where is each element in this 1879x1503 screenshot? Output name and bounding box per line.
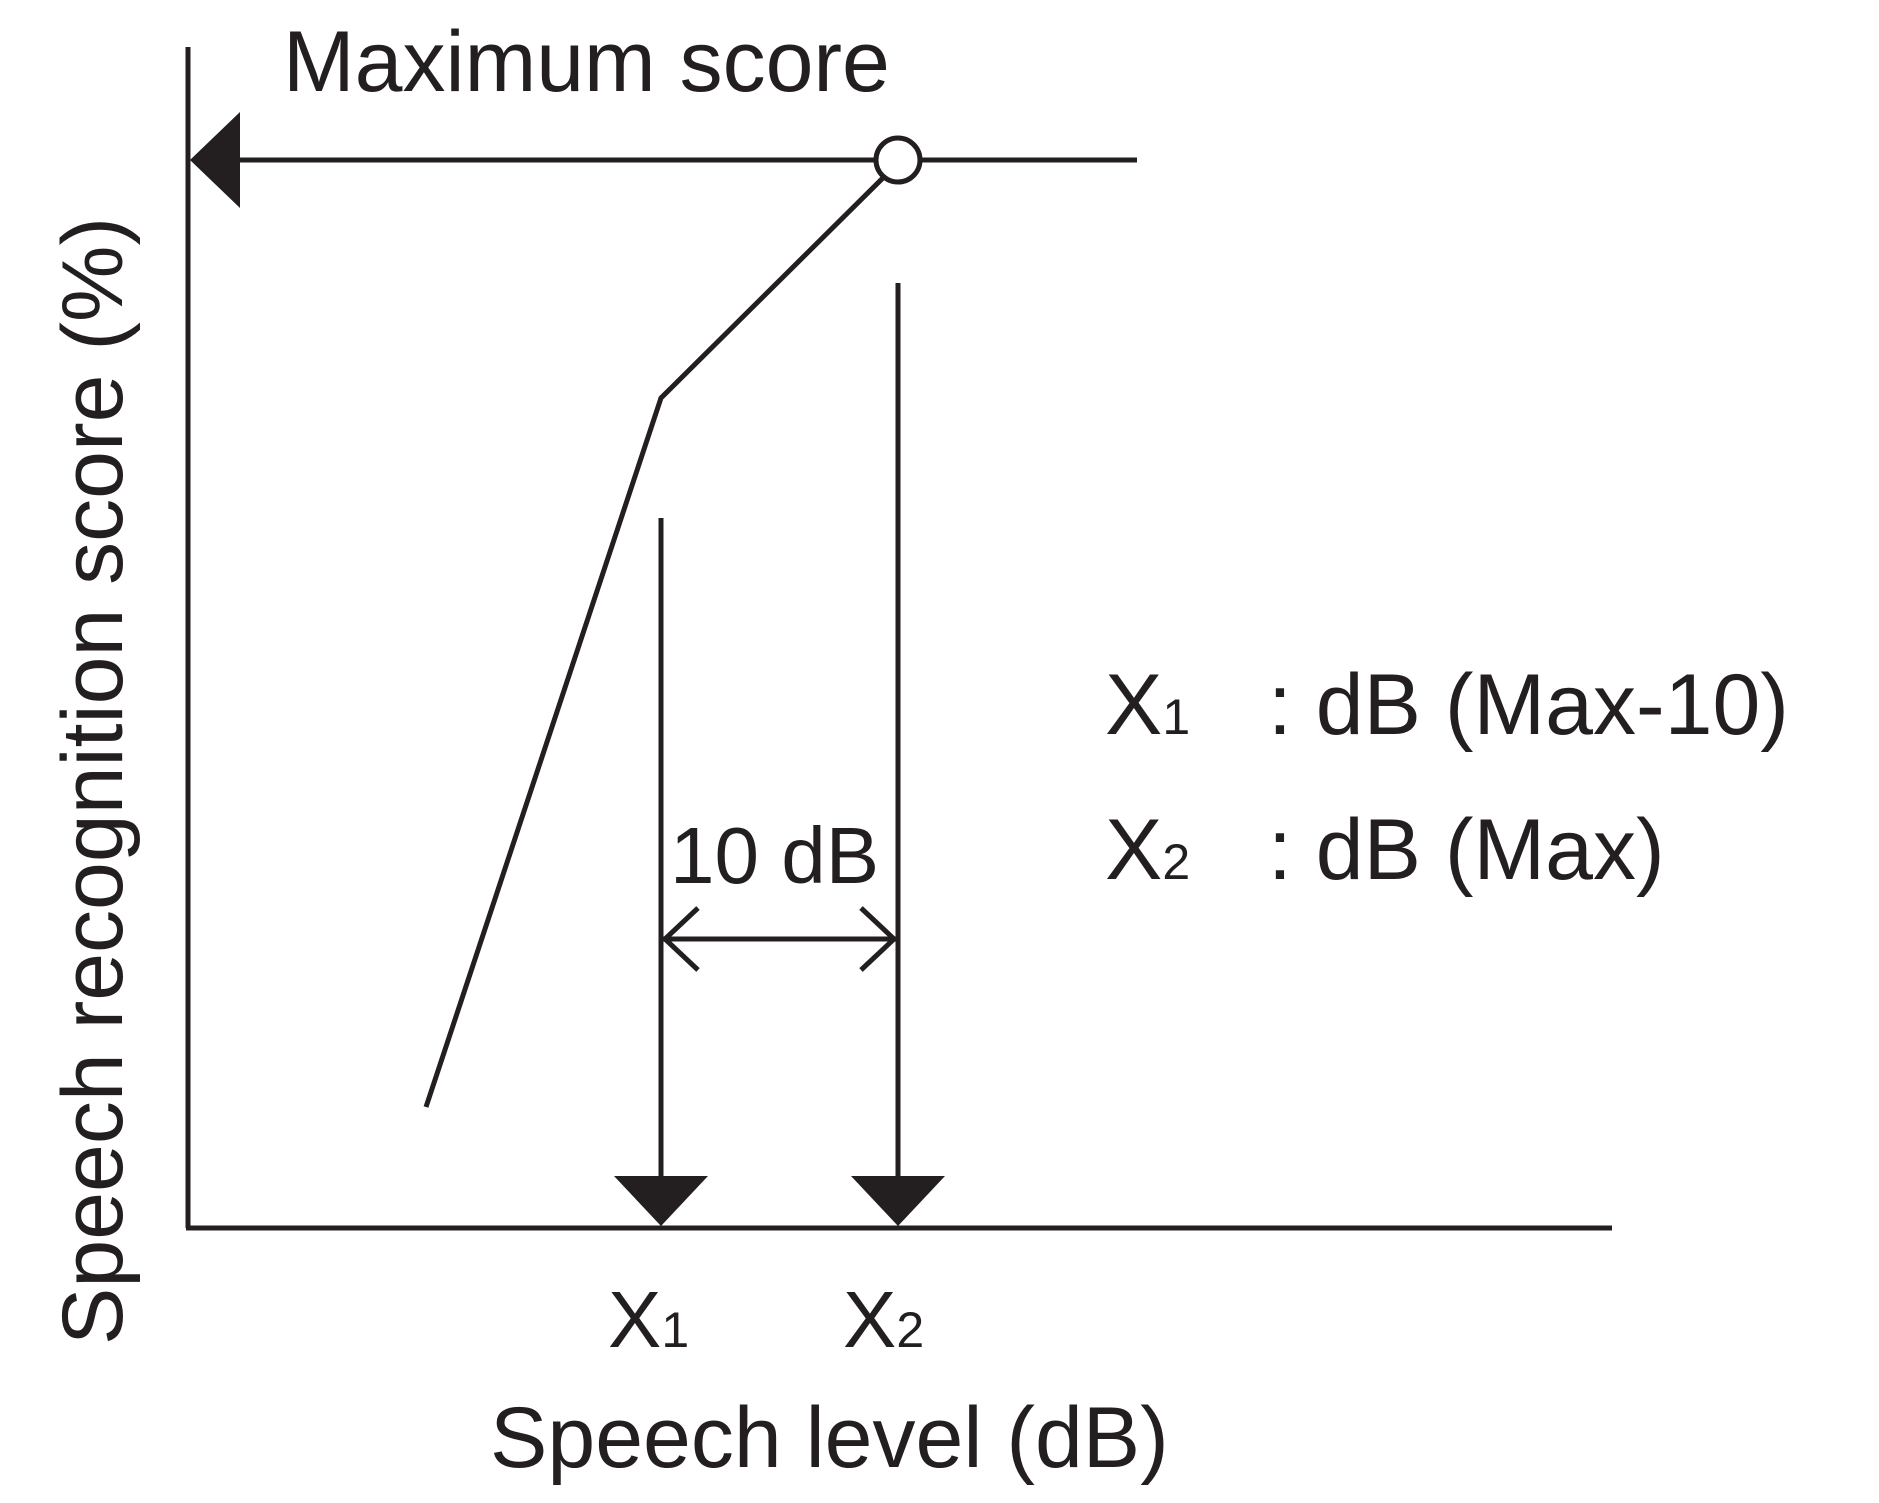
x2-tick-label: X2 — [843, 1275, 924, 1364]
x1-arrowhead — [614, 1176, 708, 1226]
max-point-marker — [873, 135, 923, 185]
max-score-label: Maximum score — [283, 14, 890, 110]
legend-x1-symbol: X1 — [1105, 657, 1190, 753]
legend-x2-text: : dB (Max) — [1268, 802, 1665, 898]
interval-label: 10 dB — [670, 811, 879, 900]
x1-tick-label: X1 — [608, 1275, 689, 1364]
x-axis-label: Speech level (dB) — [490, 1390, 1169, 1486]
x2-arrowhead — [851, 1176, 945, 1226]
legend-item-x2: X2 : dB (Max) — [1105, 802, 1665, 898]
y-axis-label: Speech recognition score (%) — [45, 217, 141, 1345]
legend-x1-text: : dB (Max-10) — [1268, 657, 1789, 753]
legend-x2-symbol: X2 — [1105, 802, 1190, 898]
legend-item-x1: X1 : dB (Max-10) — [1105, 657, 1789, 753]
interval-arrow-right-head — [859, 906, 898, 972]
max-score-arrowhead — [190, 112, 240, 208]
interval-arrow-left-head — [661, 906, 700, 972]
recognition-curve — [423, 161, 900, 1108]
